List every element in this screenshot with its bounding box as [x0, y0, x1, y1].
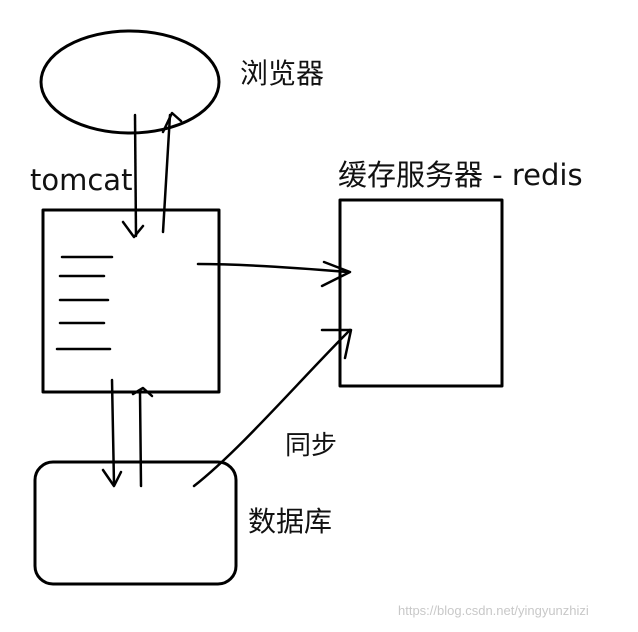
tomcat-label: tomcat	[30, 163, 133, 197]
arrow-browser-to-tomcat	[121, 113, 145, 239]
tomcat-node	[41, 208, 221, 394]
sync-label: 同步	[285, 431, 338, 461]
database-label: 数据库	[248, 505, 333, 538]
browser-node	[39, 29, 221, 135]
arrow-tomcat-to-database	[101, 378, 123, 488]
browser-label: 浏览器	[240, 57, 325, 90]
arrow-sync-database-to-redis	[192, 328, 353, 488]
redis-node	[338, 198, 504, 388]
arrow-tomcat-to-browser	[161, 111, 183, 234]
tomcat-content-lines	[55, 255, 114, 351]
redis-label: 缓存服务器 - redis	[338, 158, 583, 192]
arrow-tomcat-to-redis	[196, 260, 352, 288]
watermark-text: https://blog.csdn.net/yingyunzhizi	[398, 603, 589, 618]
database-node	[33, 460, 238, 586]
arrow-database-to-tomcat	[131, 386, 154, 488]
